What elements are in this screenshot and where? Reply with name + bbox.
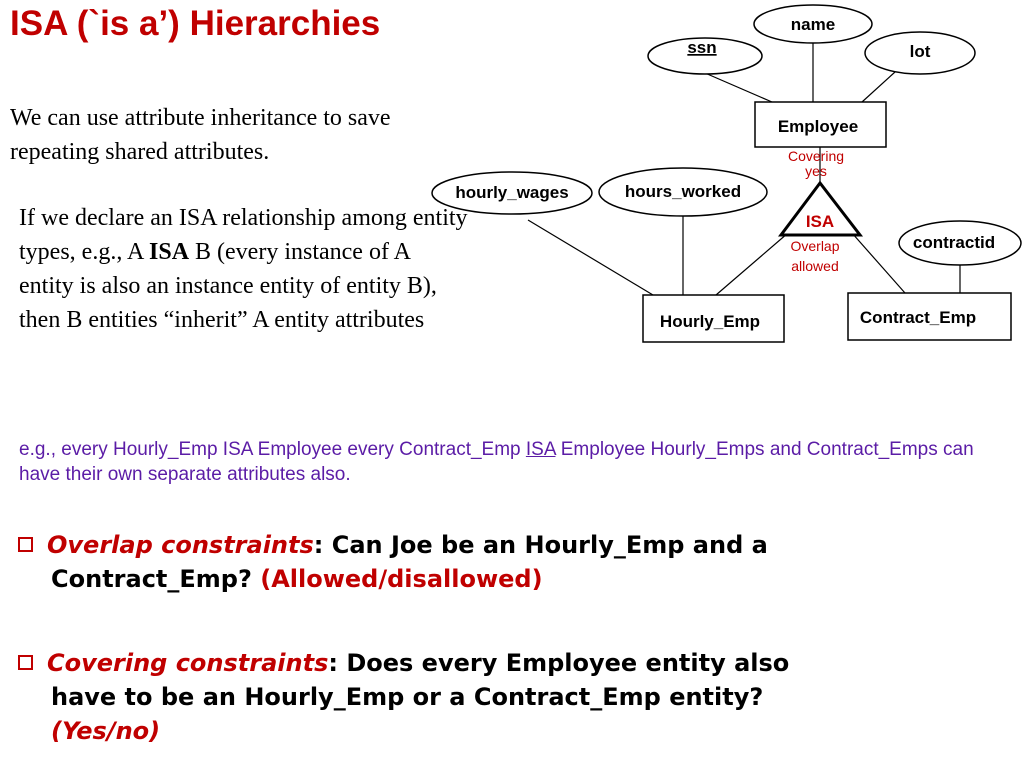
slide-title: ISA (`is a’) Hierarchies [10, 4, 381, 43]
bullet-covering-line1: Does every Employee entity also [337, 649, 790, 677]
attr-lot-ellipse [864, 31, 976, 75]
bullet-covering-constraints: Covering constraints: Does every Employe… [18, 646, 1018, 748]
attr-name-label: name [791, 15, 835, 34]
bullet-square-icon [18, 655, 33, 670]
attr-name-ellipse [753, 4, 873, 44]
bullet-overlap-line2: Contract_Emp? [51, 565, 261, 593]
entity-employee-label: Employee [778, 117, 858, 136]
attr-hourly-wages-label: hourly_wages [455, 183, 568, 202]
bullet-square-icon [18, 537, 33, 552]
isa-keyword: ISA [149, 239, 190, 265]
bullet-overlap-line1: Can Joe be an Hourly_Emp and a [323, 531, 768, 559]
line-isa-hourly [715, 232, 789, 296]
connector-lines [527, 43, 961, 296]
covering-label: Covering [788, 148, 844, 164]
bullet-overlap-colon: : [313, 531, 324, 559]
entity-employee-box [754, 101, 887, 148]
isa-definition-paragraph: If we declare an ISA relationship among … [19, 201, 469, 337]
example-isa-underlined: ISA [525, 439, 556, 460]
bullet-covering-answer: (Yes/no) [51, 717, 161, 745]
entity-contract-emp-label: Contract_Emp [860, 308, 976, 327]
bullet-covering-line2: have to be an Hourly_Emp or a Contract_E… [51, 683, 764, 711]
attr-hourly-wages-ellipse [431, 171, 593, 215]
isa-label: ISA [806, 212, 834, 231]
attr-hours-worked-label: hours_worked [625, 182, 741, 201]
line-hourlywages-hourly [527, 219, 654, 296]
covering-value: yes [805, 163, 827, 179]
entity-contract-emp-box [847, 292, 1012, 341]
overlap-label: Overlap [790, 238, 839, 254]
overlap-value: allowed [791, 258, 838, 274]
bullet-overlap-answer: (Allowed/disallowed) [260, 565, 543, 593]
inheritance-paragraph: We can use attribute inheritance to save… [10, 105, 391, 165]
attr-lot-label: lot [910, 42, 931, 61]
bullet-covering-colon: : [328, 649, 338, 677]
attr-hours-worked-ellipse [598, 167, 768, 217]
attr-contractid-label: contractid [913, 233, 995, 252]
attr-ssn-label: ssn [687, 38, 716, 57]
attr-contractid-ellipse [898, 220, 1022, 266]
attr-ssn-ellipse [647, 37, 763, 75]
isa-definition-text-1: If we declare an ISA relationship among … [19, 205, 468, 265]
entity-hourly-emp-label: Hourly_Emp [660, 312, 760, 331]
example-text-1: e.g., every Hourly_Emp ISA Employee ever… [19, 439, 526, 460]
bullet-overlap-constraints: Overlap constraints: Can Joe be an Hourl… [18, 528, 1018, 596]
example-text: e.g., every Hourly_Emp ISA Employee ever… [19, 437, 1019, 487]
example-text-2: Employee Hourly_Emps and Contract_Emps c… [19, 439, 974, 485]
isa-definition-text-2: B (every instance of A entity is also an… [19, 239, 437, 333]
line-ssn-employee [704, 72, 773, 103]
bullet-overlap-term: Overlap constraints [47, 531, 314, 559]
bullet-covering-term: Covering constraints [47, 649, 329, 677]
line-isa-contract [851, 232, 906, 294]
line-lot-employee [861, 71, 896, 103]
entity-hourly-emp-box [642, 294, 785, 343]
isa-triangle [778, 180, 864, 237]
